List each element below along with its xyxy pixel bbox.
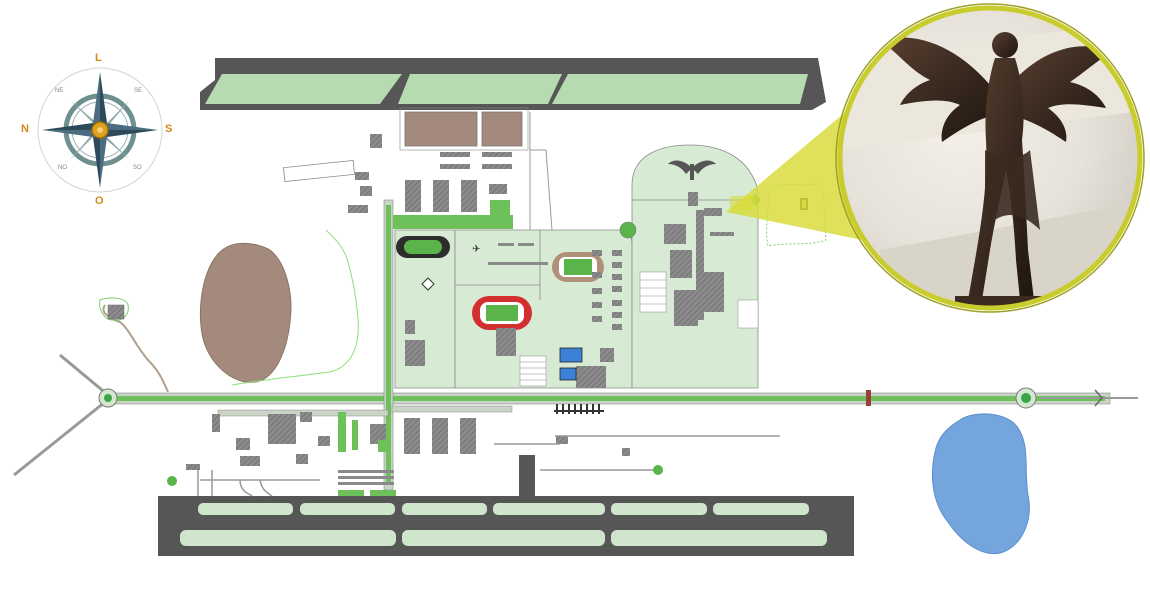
compass-so-label: SO — [133, 165, 142, 171]
compass-se-label: SE — [134, 88, 143, 94]
compass-east-label: S — [165, 123, 173, 135]
winged-statue-icon — [835, 3, 1145, 313]
compass-west-label: N — [21, 123, 29, 135]
brown-pond — [199, 242, 292, 383]
pool-icon — [559, 347, 583, 363]
compass-north-label: L — [95, 52, 102, 64]
trail — [102, 304, 169, 393]
south-cluster — [167, 404, 780, 497]
bottom-runway — [158, 496, 854, 556]
compass-rose-icon — [37, 67, 163, 193]
airplane-icon: ✈ — [472, 244, 480, 255]
east-campus — [619, 144, 760, 389]
compass-no-label: NO — [58, 165, 67, 171]
winged-emblem-icon — [668, 160, 716, 180]
compass-ne-label: NE — [55, 88, 64, 94]
callout-beam — [726, 110, 862, 240]
top-runway — [200, 58, 826, 110]
central-campus: ✈ — [393, 200, 633, 389]
blue-lake — [931, 413, 1030, 555]
main-avenue — [13, 353, 1138, 477]
compass-south-label: O — [95, 195, 104, 207]
